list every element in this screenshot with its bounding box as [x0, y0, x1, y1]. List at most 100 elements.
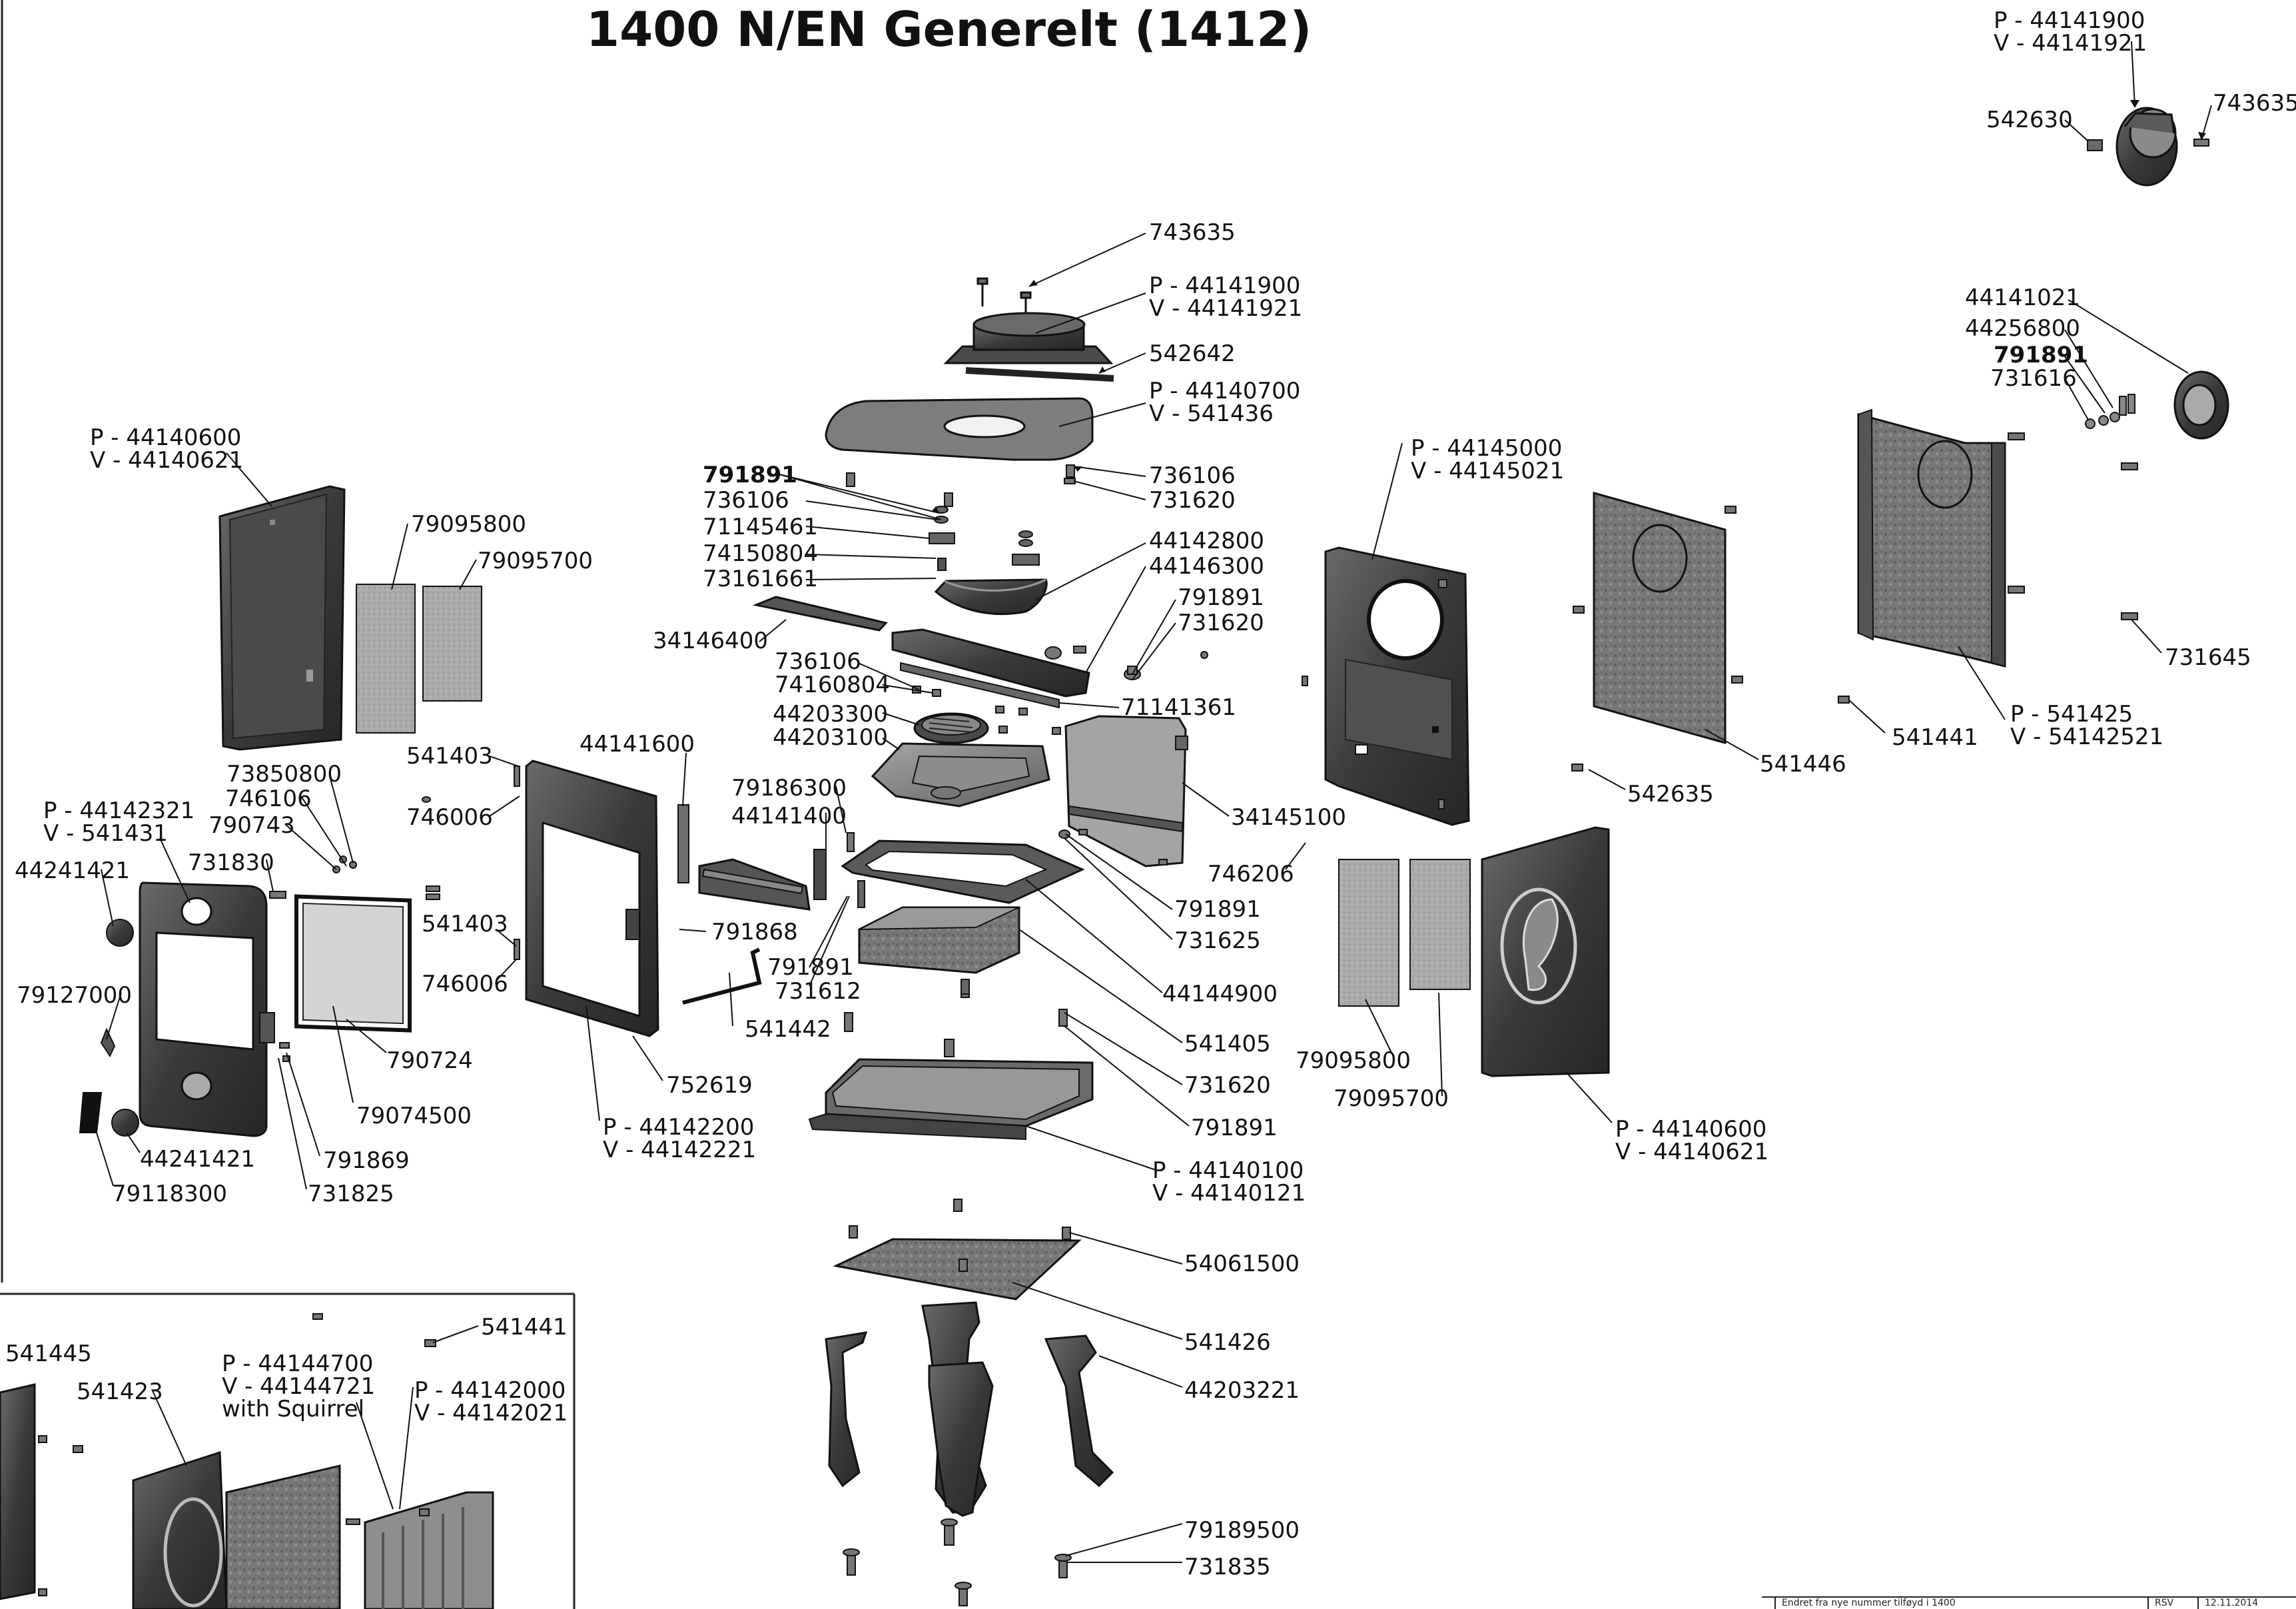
label-line: V - 541431 [43, 820, 168, 847]
label-line: V - 44140121 [1152, 1180, 1306, 1207]
label-c-71145461: 71145461 [703, 514, 819, 540]
label-r-44256800: 44256800 [1965, 315, 2081, 342]
air-rail [891, 628, 1090, 709]
label-line: P - 541425 [2010, 701, 2133, 728]
top-plate [825, 397, 1094, 461]
label-c-44203100: 44203100 [773, 724, 889, 751]
label-f-790724: 790724 [386, 1047, 473, 1074]
label-line: V - 44141921 [1149, 295, 1303, 322]
label-c-44203221: 44203221 [1184, 1377, 1300, 1404]
label-c-79189500: 79189500 [1184, 1517, 1300, 1544]
rear-flue-adapter [2085, 370, 2229, 440]
label-c-542642: 542642 [1149, 340, 1236, 367]
label-f-746106: 746106 [225, 786, 312, 812]
label-f-731830: 731830 [188, 849, 274, 876]
label-top-743635: 743635 [2213, 90, 2296, 117]
label-r-541446: 541446 [1760, 751, 1846, 778]
label-line: P - 44140100 [1152, 1157, 1304, 1184]
small-bolts-row1 [846, 464, 1076, 507]
top-bolts [976, 277, 1032, 313]
label-f-790743: 790743 [208, 812, 295, 839]
inset-parts [0, 1313, 494, 1609]
label-c-731612: 731612 [775, 978, 861, 1005]
label-r-731616: 731616 [1990, 365, 2077, 392]
label-d-541403a: 541403 [406, 743, 493, 770]
label-f-79118300: 79118300 [112, 1181, 228, 1207]
label-c-54061500: 54061500 [1184, 1251, 1300, 1277]
label-c-44146300: 44146300 [1149, 553, 1265, 580]
rear-lining [1064, 715, 1188, 867]
door-glass [294, 894, 412, 1033]
label-l-79095800: 79095800 [411, 511, 527, 538]
right-side-panel-squirrel [1481, 826, 1610, 1077]
label-c-73161661: 73161661 [703, 566, 819, 592]
label-c-71141361: 71141361 [1121, 694, 1237, 721]
label-line: P - 44142321 [43, 798, 195, 824]
fibre-board-left-2 [422, 586, 482, 702]
label-c-746206: 746206 [1208, 861, 1294, 887]
chamber-bottom [871, 742, 1050, 807]
title-block-frame [1762, 1596, 2296, 1609]
title-block: Endret fra nye nummer tilføyd i 1400 RSV… [1762, 1598, 2295, 1609]
label-c-541426: 541426 [1184, 1329, 1271, 1356]
label-r-79095700: 79095700 [1334, 1085, 1449, 1112]
label-line: V - 44141921 [1994, 30, 2147, 57]
air-slide [698, 849, 827, 911]
label-d-44141600: 44141600 [579, 731, 695, 758]
label-line: V - 541436 [1149, 400, 1274, 427]
label-c-44142800: 44142800 [1149, 528, 1265, 554]
leader-lines [96, 41, 2212, 1563]
label-c-731620a: 731620 [1149, 487, 1236, 514]
label-d-541403b: 541403 [422, 911, 508, 937]
label-c-791891c: 791891 [1174, 896, 1261, 923]
label-line: with Squirrel [222, 1396, 365, 1422]
base-plate [833, 1199, 1082, 1301]
label-c-74150804: 74150804 [703, 540, 819, 567]
label-r-731645: 731645 [2165, 644, 2251, 671]
label-c-44144900: 44144900 [1162, 981, 1278, 1007]
door-gasket-strip [677, 804, 689, 883]
label-c-791891e: 791891 [767, 954, 854, 981]
leg-bolts [843, 1518, 1072, 1606]
label-c-791891a: 791891 [703, 462, 797, 488]
label-f-73850800: 73850800 [226, 761, 342, 788]
label-c-731620c: 731620 [1184, 1072, 1271, 1099]
label-c-79186300: 79186300 [731, 775, 847, 802]
left-side-panel [218, 485, 346, 751]
fibre-board-right-2 [1409, 859, 1471, 990]
label-line: V - 44145021 [1411, 458, 1565, 484]
label-c-791891b: 791891 [1178, 584, 1264, 611]
label-d-746006a: 746006 [406, 804, 493, 831]
label-line: P - 44141900 [1994, 7, 2145, 34]
label-line: P - 44141900 [1149, 272, 1301, 299]
inner-door-frame [514, 760, 659, 1037]
baffle-plate [752, 596, 888, 632]
label-r-791891: 791891 [1994, 342, 2088, 368]
label-f-79127000: 79127000 [17, 982, 133, 1009]
arrowheads [931, 100, 2206, 513]
fibre-board-left-1 [356, 584, 416, 734]
legs [825, 1301, 1114, 1517]
ash-frame [841, 839, 1085, 908]
label-r-542635: 542635 [1627, 781, 1714, 807]
label-line: V - 44140621 [1615, 1139, 1769, 1165]
ash-pan [858, 906, 1020, 995]
label-i-541441: 541441 [481, 1314, 568, 1341]
label-line: P - 44145000 [1411, 435, 1563, 462]
label-l-79095700: 79095700 [478, 548, 593, 574]
label-line: P - 44144700 [222, 1350, 374, 1377]
label-c-736106a: 736106 [703, 487, 789, 514]
convection-shield-bolts [1838, 432, 2138, 704]
label-i-541423: 541423 [77, 1378, 163, 1405]
center-flue-pipe [943, 312, 1114, 364]
label-line: P - 44142000 [414, 1377, 566, 1404]
